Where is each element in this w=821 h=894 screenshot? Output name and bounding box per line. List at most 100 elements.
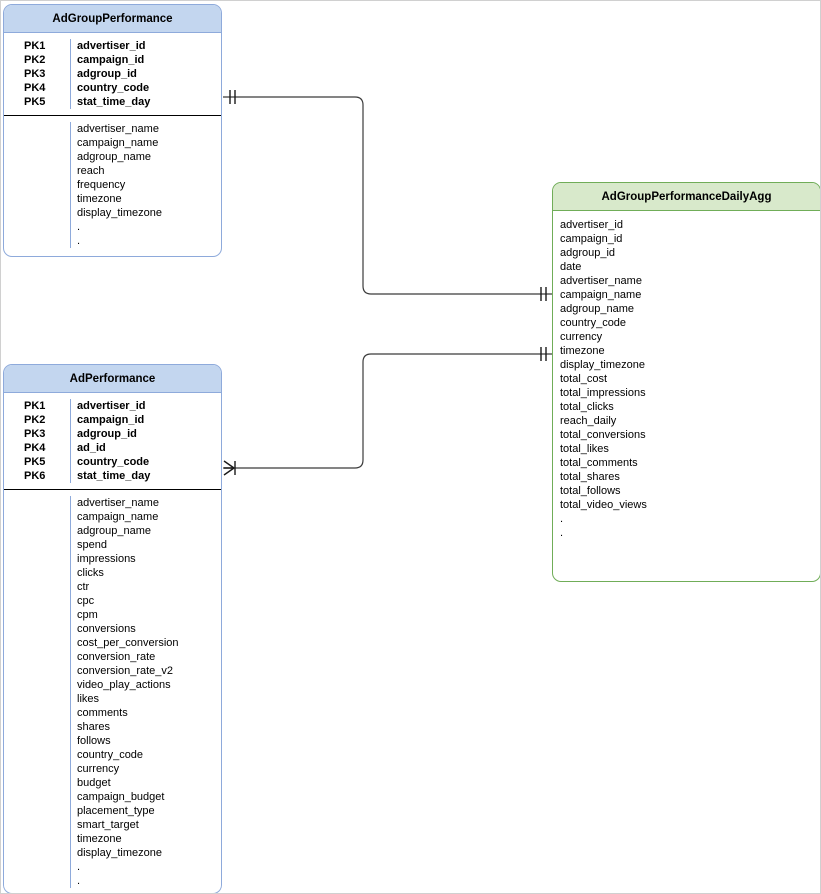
attribute-field: campaign_budget [77, 791, 165, 803]
pk-field: advertiser_id [77, 400, 146, 412]
pk-label: PK5 [24, 96, 46, 108]
pk-label: PK1 [24, 400, 46, 412]
attribute-field: adgroup_name [77, 525, 152, 537]
attribute-ellipsis: . [560, 527, 564, 539]
pk-label: PK2 [24, 414, 46, 426]
attribute-field: advertiser_id [560, 219, 623, 231]
attribute-field: campaign_name [560, 289, 642, 301]
attribute-field: campaign_name [77, 137, 159, 149]
attribute-field: currency [560, 331, 603, 343]
attribute-field: cpm [77, 609, 98, 621]
attribute-field: impressions [77, 553, 136, 565]
relationship-adperformance-dailyagg [223, 347, 552, 476]
attribute-field: campaign_id [560, 233, 623, 245]
pk-field: adgroup_id [77, 428, 137, 440]
attribute-field: total_comments [560, 457, 638, 469]
pk-label: PK2 [24, 54, 46, 66]
attribute-field: adgroup_name [560, 303, 635, 315]
attribute-field-column: advertiser_name campaign_name adgroup_na… [71, 496, 221, 888]
cardinality-one-and-only-one-icon [229, 90, 236, 104]
attribute-field: display_timezone [77, 207, 162, 219]
attribute-ellipsis: . [77, 221, 81, 233]
attribute-field: budget [77, 777, 111, 789]
relationship-adgroupperformance-dailyagg [223, 90, 552, 301]
attribute-field: date [560, 261, 582, 273]
attribute-field: conversion_rate [77, 651, 156, 663]
attribute-gutter [4, 122, 71, 248]
attribute-field: advertiser_name [77, 123, 159, 135]
attribute-field: total_cost [560, 373, 608, 385]
entity-adgroupperformancedailyagg[interactable]: AdGroupPerformanceDailyAgg advertiser_id… [552, 182, 820, 582]
primary-key-field-column: advertiser_id campaign_id adgroup_id cou… [71, 39, 221, 109]
attribute-field: follows [77, 735, 111, 747]
attribute-field: advertiser_name [77, 497, 159, 509]
attribute-field: frequency [77, 179, 126, 191]
attribute-field: cost_per_conversion [77, 637, 179, 649]
attribute-field: total_video_views [560, 499, 647, 511]
pk-field: campaign_id [77, 54, 145, 66]
pk-label: PK4 [24, 442, 46, 454]
attribute-field: conversions [77, 623, 136, 635]
attribute-field: campaign_name [77, 511, 159, 523]
attribute-block: advertiser_name campaign_name adgroup_na… [4, 490, 221, 893]
attribute-field: comments [77, 707, 128, 719]
primary-key-label-column: PK1 PK2 PK3 PK4 PK5 PK6 [4, 399, 71, 483]
pk-field: advertiser_id [77, 40, 146, 52]
entity-title-adgroupperformancedailyagg: AdGroupPerformanceDailyAgg [553, 183, 820, 211]
attribute-field: placement_type [77, 805, 155, 817]
pk-field: ad_id [77, 442, 106, 454]
attribute-ellipsis: . [77, 875, 81, 887]
attribute-field: spend [77, 539, 107, 551]
attribute-field: display_timezone [560, 359, 645, 371]
pk-field: stat_time_day [77, 96, 151, 108]
attribute-field: total_conversions [560, 429, 646, 441]
pk-label: PK1 [24, 40, 46, 52]
attribute-field: reach_daily [560, 415, 617, 427]
attribute-field: currency [77, 763, 120, 775]
attribute-field-column: advertiser_name campaign_name adgroup_na… [71, 122, 221, 248]
primary-key-block: PK1 PK2 PK3 PK4 PK5 advertiser_id campai… [4, 33, 221, 116]
attribute-ellipsis: . [560, 513, 564, 525]
entity-adperformance[interactable]: AdPerformance PK1 PK2 PK3 PK4 PK5 PK6 ad… [3, 364, 222, 893]
attribute-gutter [4, 496, 71, 888]
entity-title-adperformance: AdPerformance [4, 365, 221, 393]
attribute-field: total_shares [560, 471, 620, 483]
attribute-field: video_play_actions [77, 679, 171, 691]
pk-label: PK4 [24, 82, 46, 94]
attribute-block: advertiser_name campaign_name adgroup_na… [4, 116, 221, 256]
primary-key-label-column: PK1 PK2 PK3 PK4 PK5 [4, 39, 71, 109]
attribute-field: total_likes [560, 443, 609, 455]
attribute-field: total_clicks [560, 401, 614, 413]
pk-field: country_code [77, 82, 150, 94]
entity-adgroupperformance[interactable]: AdGroupPerformance PK1 PK2 PK3 PK4 PK5 a… [3, 4, 222, 257]
cardinality-many-icon [223, 460, 236, 476]
pk-label: PK5 [24, 456, 46, 468]
attribute-block: advertiser_id campaign_id adgroup_id dat… [553, 211, 820, 548]
pk-label: PK3 [24, 68, 46, 80]
attribute-field: country_code [560, 317, 627, 329]
attribute-field: shares [77, 721, 111, 733]
pk-label: PK6 [24, 470, 46, 482]
pk-field: stat_time_day [77, 470, 151, 482]
attribute-field: smart_target [77, 819, 139, 831]
cardinality-one-and-only-one-icon [540, 347, 547, 361]
entity-title-adgroupperformance: AdGroupPerformance [4, 5, 221, 33]
attribute-field: timezone [560, 345, 605, 357]
pk-field: campaign_id [77, 414, 145, 426]
attribute-field: adgroup_name [77, 151, 152, 163]
attribute-ellipsis: . [77, 235, 81, 247]
pk-label: PK3 [24, 428, 46, 440]
attribute-field: display_timezone [77, 847, 162, 859]
attribute-field: total_impressions [560, 387, 646, 399]
attribute-field: timezone [77, 833, 122, 845]
attribute-field: advertiser_name [560, 275, 642, 287]
primary-key-field-column: advertiser_id campaign_id adgroup_id ad_… [71, 399, 221, 483]
primary-key-block: PK1 PK2 PK3 PK4 PK5 PK6 advertiser_id ca… [4, 393, 221, 490]
attribute-field: adgroup_id [560, 247, 616, 259]
attribute-field: country_code [77, 749, 144, 761]
pk-field: adgroup_id [77, 68, 137, 80]
attribute-field: likes [77, 693, 100, 705]
attribute-field: timezone [77, 193, 122, 205]
cardinality-one-and-only-one-icon [540, 287, 547, 301]
